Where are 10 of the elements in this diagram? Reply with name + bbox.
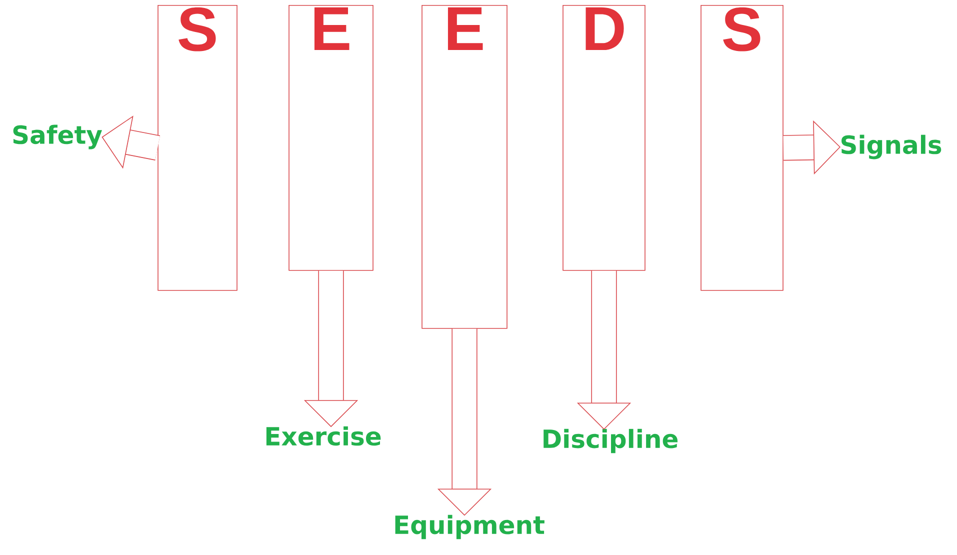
word-label: Exercise — [266, 426, 381, 446]
word-label: Equipment — [395, 514, 544, 540]
letter-column: E — [288, 5, 374, 271]
letter-column: S — [700, 5, 784, 291]
word-label: Signals — [842, 134, 942, 160]
letter-column: S — [158, 5, 238, 291]
letter-column: E — [422, 5, 508, 329]
word-label: Discipline — [544, 428, 678, 454]
word-label: Safety — [13, 124, 102, 150]
letter-column: D — [562, 5, 646, 271]
